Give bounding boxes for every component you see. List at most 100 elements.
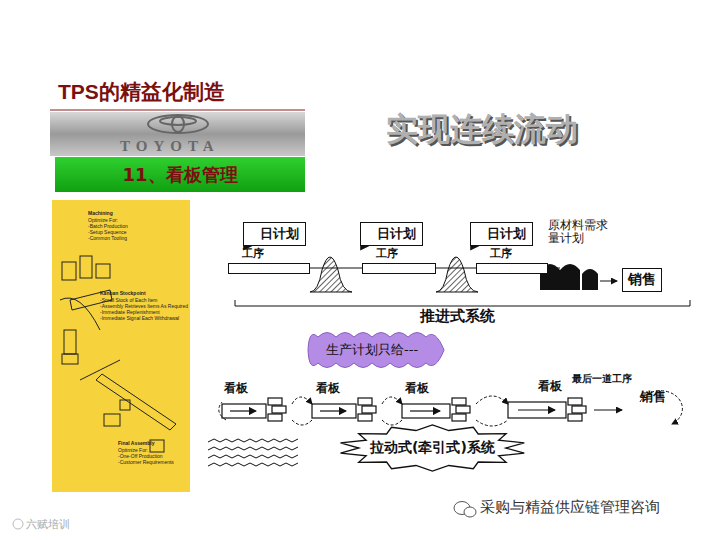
panel-note: -Immediate Signal Each Withdrawal <box>100 315 179 321</box>
label-wrap: 采购与精益供应链管理咨询 <box>480 498 660 517</box>
flow-line <box>310 268 365 269</box>
heading: 实现连续流动 <box>386 108 578 152</box>
stock-bin <box>452 414 466 421</box>
plan-box: 日计划 <box>243 222 306 246</box>
wave <box>208 463 298 466</box>
stock-bin <box>362 406 376 413</box>
flow-line <box>435 268 478 269</box>
plan-box: 日计划 <box>470 222 533 246</box>
label-wrap: Optimize For: <box>118 447 148 453</box>
stock-bin <box>456 406 470 413</box>
stock-bin <box>572 406 586 413</box>
label-wrap: -Batch Production <box>88 223 128 229</box>
process-box: 工序 <box>362 246 436 274</box>
node-text: 工序 <box>228 246 310 261</box>
kanban-loops <box>219 396 508 426</box>
label-wrap: 实现连续流动 <box>386 108 578 152</box>
panel-note: Machining <box>88 210 113 216</box>
kanban-label: 看板 <box>224 380 248 397</box>
label-wrap: TOYOTA <box>120 138 220 155</box>
node-text: 拉动式(牵引式)系统 <box>370 439 495 457</box>
factory-sketch <box>60 256 176 452</box>
illustration-panel <box>52 200 190 492</box>
label-wrap: 看板 <box>405 380 429 397</box>
title-rule <box>50 110 305 111</box>
starburst-node: 拉动式(牵引式)系统 <box>340 428 525 468</box>
panel-note: -One-Off Production <box>118 453 163 459</box>
note: 原材料需求量计划 <box>548 219 612 245</box>
node-text: 日计划 <box>377 225 416 243</box>
stock-bin <box>358 398 372 405</box>
panel-note: Kanban Stockpoint <box>100 290 146 296</box>
sales-label: 销售 <box>640 388 666 406</box>
label-wrap: Kanban Stockpoint <box>100 290 146 296</box>
flow-arrow <box>594 410 622 411</box>
label-wrap: -Assembly Retrieves Items As Required <box>100 303 188 309</box>
label-wrap: 六赋培训 <box>26 517 70 532</box>
label-wrap: -Immediate Replenishment <box>100 309 160 315</box>
node-text: 工序 <box>476 246 548 261</box>
label-wrap: -One-Off Production <box>118 453 163 459</box>
logo-text: TOYOTA <box>120 138 220 155</box>
label-wrap: Final Assembly <box>118 440 155 446</box>
panel-note: -Assembly Retrieves Items As Required <box>100 303 188 309</box>
node-text: 11、看板管理 <box>122 163 237 187</box>
stock-bin <box>358 414 372 421</box>
band-box: 11、看板管理 <box>55 157 305 192</box>
label-wrap: Optimize For: <box>88 217 118 223</box>
label-wrap: -Customer Requirements <box>118 459 174 465</box>
label-wrap: Machining <box>88 210 113 216</box>
panel-note: -Immediate Replenishment <box>100 309 160 315</box>
panel-note: -Common Tooling <box>88 235 127 241</box>
step-label: 最后一道工序 <box>572 372 632 386</box>
label-wrap: 原材料需求量计划 <box>548 219 612 245</box>
panel-note: Final Assembly <box>118 440 155 446</box>
process-box: 工序 <box>228 246 310 274</box>
label-wrap: -Common Tooling <box>88 235 127 241</box>
kanban-label: 看板 <box>405 380 429 397</box>
stock-bin <box>268 398 282 405</box>
sales-box: 销售 <box>622 268 662 292</box>
process-bar <box>362 263 436 274</box>
title: TPS的精益化制造 <box>58 78 225 106</box>
flow-line <box>548 268 560 269</box>
node-text: 销售 <box>628 271 656 289</box>
wechat-icon <box>454 502 476 518</box>
label-wrap: 看板 <box>538 378 562 395</box>
node-text: 工序 <box>362 246 436 261</box>
logo-band <box>50 112 305 156</box>
inventory-pile <box>310 257 352 292</box>
toyota-logo <box>148 115 208 133</box>
process-box: 工序 <box>476 246 548 274</box>
label-wrap: -Immediate Signal Each Withdrawal <box>100 315 179 321</box>
kanban-label: 看板 <box>538 378 562 395</box>
stock-bin <box>272 406 286 413</box>
node-text: 生产计划只给--- <box>326 341 418 359</box>
label-wrap: 推进式系统 <box>420 307 495 326</box>
stock-bin <box>568 398 582 405</box>
title-wrap: TPS的精益化制造 <box>58 78 225 106</box>
watermark-icon <box>13 519 23 529</box>
label-wrap: 销售 <box>640 388 666 406</box>
wavy-lines <box>208 439 298 466</box>
watermark: 采购与精益供应链管理咨询 <box>480 498 660 517</box>
system-label: 推进式系统 <box>420 307 495 326</box>
panel-note: Optimize For: <box>88 217 118 223</box>
kanban-stock <box>268 398 586 421</box>
wave <box>208 447 298 450</box>
watermark: 六赋培训 <box>26 517 70 532</box>
label-wrap: 看板 <box>224 380 248 397</box>
label-wrap: 最后一道工序 <box>572 372 632 386</box>
bracket <box>235 300 690 306</box>
stock-bin <box>568 414 582 421</box>
process-bar <box>228 263 310 274</box>
wave <box>208 455 298 458</box>
cloud-node: 生产计划只给--- <box>300 334 444 366</box>
plan-box: 日计划 <box>360 222 423 246</box>
panel-note: -Setup Sequence <box>88 229 127 235</box>
panel-note: -Customer Requirements <box>118 459 174 465</box>
flow-arrow <box>600 281 617 282</box>
label-wrap: -Setup Sequence <box>88 229 127 235</box>
label-wrap: -Small Stock of Each Item <box>100 297 158 303</box>
